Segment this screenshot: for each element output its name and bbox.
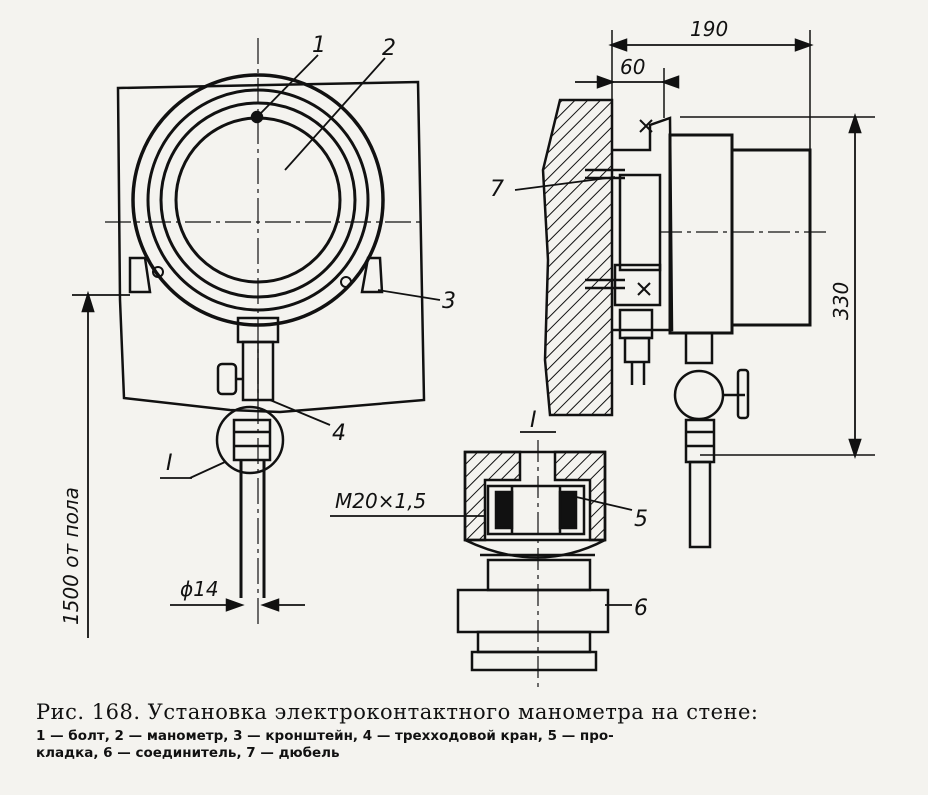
side-bracket [612,116,674,332]
union-nut [232,418,272,462]
label-3: 3 [442,289,456,314]
gauge-body-side [668,133,734,335]
bracket-right [360,256,384,294]
mount-block [613,263,662,307]
valve-handle [216,362,238,396]
fitting-nut [618,308,654,340]
caption-title: Рис. 168. Установка электроконтактного м… [36,700,759,724]
gasket [486,484,586,536]
label-1: 1 [312,33,326,58]
leader-2 [284,57,386,171]
leader-1 [258,54,319,116]
label-7: 7 [490,177,504,202]
dim-floor-height: 1500 от пола [59,487,83,625]
gauge-mid-ring [146,88,370,312]
label-detail-I: I [166,451,173,476]
bracket-left [128,256,152,294]
dim-thread: M20×1,5 [335,489,426,513]
gauge-inner-ring [159,101,357,299]
dim-190: 190 [690,17,728,41]
leader-7 [514,176,616,191]
front-view [72,38,441,638]
leader-I [189,461,226,479]
detail-I-title: I [530,408,537,433]
dim-60: 60 [620,55,645,79]
label-4: 4 [332,421,346,446]
side-view [514,30,875,549]
gauge-outer-ring [131,73,385,327]
connector [486,558,592,592]
figure-caption: Рис. 168. Установка электроконтактного м… [36,700,896,762]
leader-5 [571,495,633,511]
label-6: 6 [634,596,648,621]
dim-pipe-diameter: ϕ14 [180,577,219,601]
label-5: 5 [634,507,648,532]
side-pipe [688,460,712,549]
detail-I-callout [215,405,285,475]
side-valve [673,369,725,421]
caption-legend-line-1: 1 — болт, 2 — манометр, 3 — кронштейн, 4… [36,728,614,744]
dim-330: 330 [829,282,853,320]
leader-4 [269,399,331,426]
leader-3 [377,289,441,301]
label-2: 2 [382,36,396,61]
bracket-hole-right [340,276,352,288]
technical-drawing: 1 2 3 4 I 1500 от пола ϕ14 [59,17,875,690]
wall-panel [116,80,426,414]
detail-I-view [330,431,633,690]
mount-plate [618,173,662,272]
wall-section [541,98,614,417]
caption-legend-line-2: кладка, 6 — соединитель, 7 — дюбель [36,745,340,761]
gauge-case-side [730,148,812,327]
bracket-hole-left [152,266,164,278]
side-stem [684,331,714,365]
